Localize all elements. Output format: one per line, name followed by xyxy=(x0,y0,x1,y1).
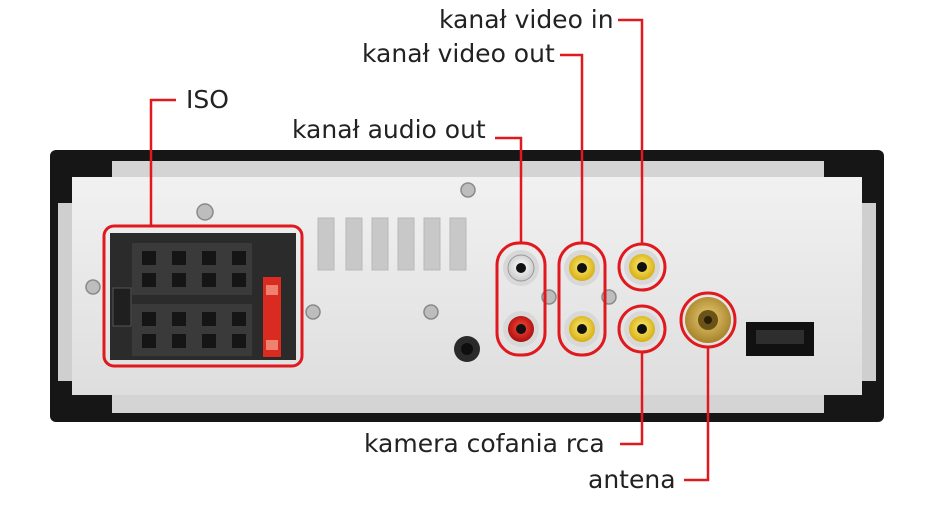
callout-antenna xyxy=(684,347,710,482)
callout-iso xyxy=(149,98,176,226)
label-antenna: antena xyxy=(588,465,676,494)
label-camera: kamera cofania rca xyxy=(364,429,605,458)
rca-camera xyxy=(624,311,660,347)
rca-video-out-1 xyxy=(564,250,600,286)
side-plate-right xyxy=(858,203,876,381)
fuse xyxy=(263,277,281,357)
vent-slots xyxy=(317,217,467,271)
label-iso: ISO xyxy=(186,85,229,114)
callout-video-in xyxy=(618,18,644,244)
iso-connector xyxy=(102,224,304,368)
callout-video-out xyxy=(560,53,584,243)
callout-camera xyxy=(620,352,644,446)
callout-audio-out xyxy=(495,136,523,243)
usb-port xyxy=(746,322,814,356)
mini-jack xyxy=(454,336,480,362)
label-video-in: kanał video in xyxy=(439,5,614,34)
side-plate-left xyxy=(58,203,76,381)
antenna-socket xyxy=(685,297,731,343)
rca-audio-red xyxy=(503,311,539,347)
callout-lines xyxy=(149,18,710,482)
label-video-out: kanał video out xyxy=(362,39,555,68)
rca-audio-white xyxy=(503,250,539,286)
label-audio-out: kanał audio out xyxy=(292,115,486,144)
rca-video-out-2 xyxy=(564,311,600,347)
rca-video-in xyxy=(624,249,660,285)
screws xyxy=(85,182,617,320)
